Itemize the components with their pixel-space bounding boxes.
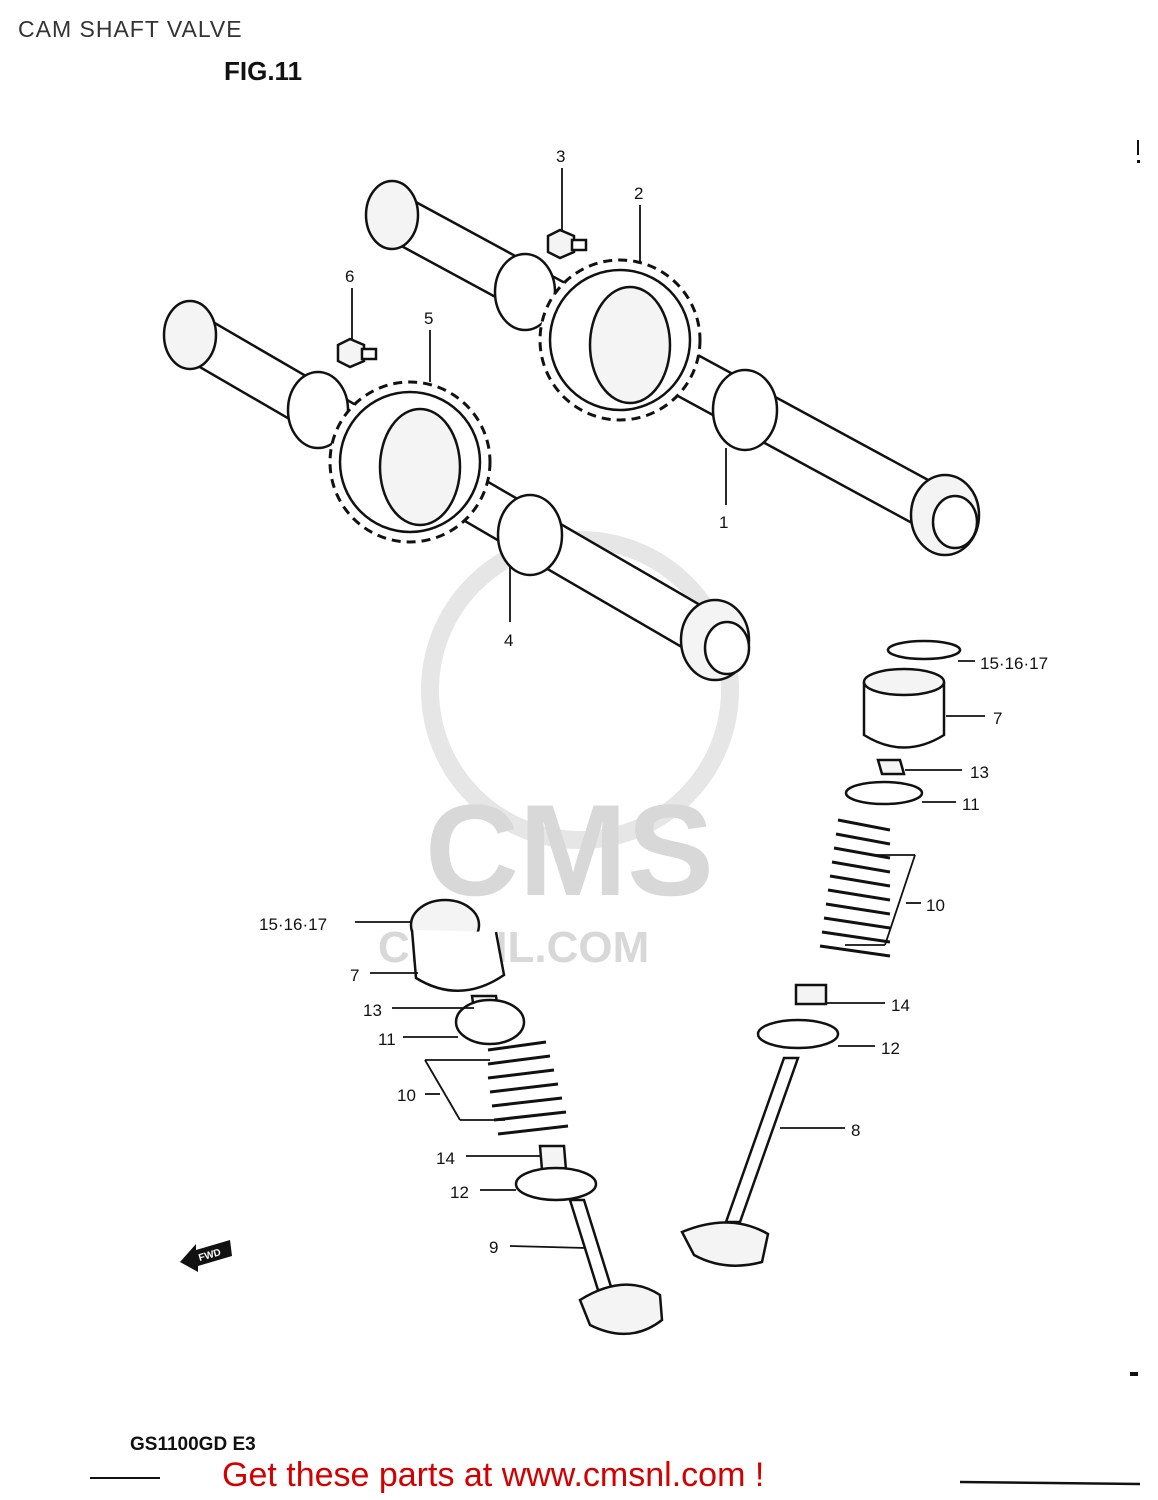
model-code: GS1100GD E3 [130,1434,256,1455]
callout-cotter-left: 13 [363,1001,382,1020]
callout-2: 2 [634,184,643,203]
spring-seat-right[interactable] [756,1018,840,1050]
cotter-right[interactable] [876,758,906,776]
callout-seat-right: 12 [881,1039,900,1058]
tappet-left[interactable] [410,929,506,992]
cam-sprocket-lower[interactable] [328,380,492,544]
callout-labels: 3 2 6 5 1 4 15·16·17 7 13 11 10 14 12 8 … [259,147,1048,1257]
callout-1: 1 [719,513,728,532]
callout-spring-left: 10 [397,1086,416,1105]
forward-arrow-icon: FWD [180,1240,232,1272]
cam-sprocket-upper[interactable] [538,258,702,422]
callout-retainer-right: 11 [962,795,980,814]
callout-spring-right: 10 [926,896,945,915]
callout-shim-right: 15·16·17 [980,654,1048,673]
callout-6: 6 [345,267,354,286]
retainer-right[interactable] [844,780,924,806]
leader-lines [351,168,985,1249]
callout-tappet-right: 7 [993,709,1002,728]
valve-right[interactable] [680,1056,800,1267]
figure-number: FIG.11 [224,56,303,86]
tappet-right[interactable] [862,667,946,749]
callout-shim-left: 15·16·17 [259,915,327,934]
spring-seat-left[interactable] [514,1166,598,1202]
callout-tappet-left: 7 [350,966,359,985]
retainer-left[interactable] [454,998,526,1046]
sprocket-bolt-upper[interactable] [546,228,588,260]
valve-assembly-left [409,898,664,1336]
valve-spring-left[interactable] [487,1040,569,1136]
shim-right[interactable] [886,639,962,661]
callout-valve-left: 9 [489,1238,498,1257]
callout-cotter-right: 13 [970,763,989,782]
valve-spring-right[interactable] [819,818,891,958]
sprocket-bolt-lower[interactable] [336,337,378,369]
callout-3: 3 [556,147,565,166]
scan-marks [90,140,1141,1486]
valve-left[interactable] [568,1198,664,1336]
callout-seal-right: 14 [891,996,910,1015]
callout-seal-left: 14 [436,1149,455,1168]
callout-seat-left: 12 [450,1183,469,1202]
stem-seal-right[interactable] [794,983,828,1006]
stem-seal-left[interactable] [538,1144,568,1172]
callout-5: 5 [424,309,433,328]
promo-link[interactable]: Get these parts at www.cmsnl.com ! [222,1456,765,1494]
page-title: CAM SHAFT VALVE [18,16,243,42]
valve-assembly-right [680,639,962,1267]
callout-retainer-left: 11 [378,1030,396,1049]
callout-4: 4 [504,631,513,650]
callout-valve-right: 8 [851,1121,860,1140]
watermark-brand: CMS [425,777,714,923]
